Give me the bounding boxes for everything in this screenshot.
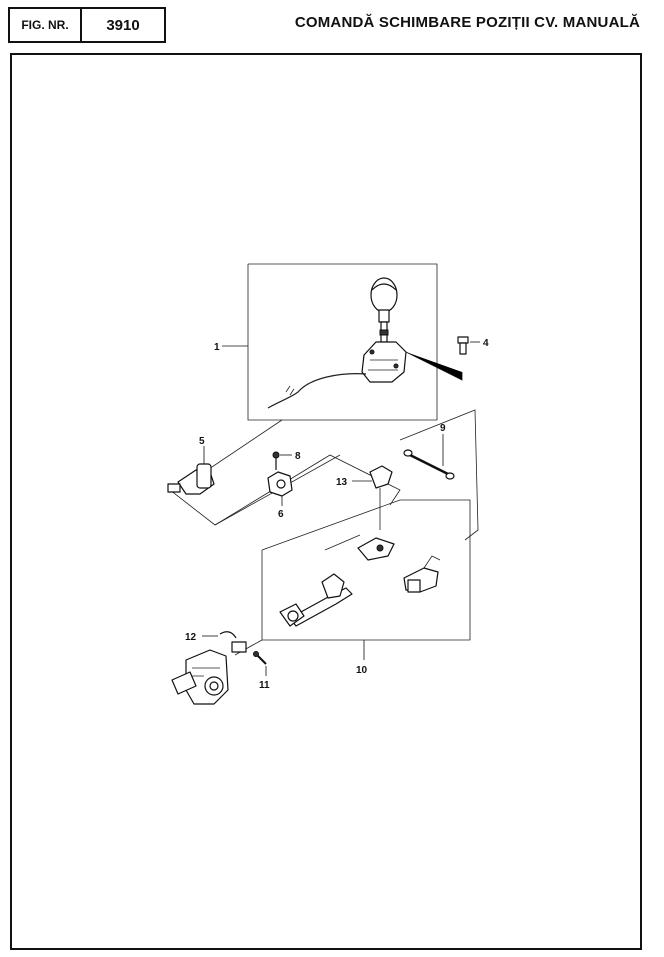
- callout-10: 10: [356, 665, 368, 676]
- page-title: COMANDĂ SCHIMBARE POZIȚII CV. MANUALĂ: [294, 14, 640, 31]
- bracket-part-12: [202, 631, 247, 653]
- part-5-plug: [167, 446, 215, 495]
- bolt-part-4: [457, 336, 480, 355]
- callout-1: 1: [214, 342, 220, 353]
- bracket-part-6: [267, 471, 293, 506]
- callout-8: 8: [295, 451, 301, 462]
- callout-9: 9: [440, 423, 446, 434]
- group-outlines: [169, 263, 479, 656]
- callout-11: 11: [259, 680, 270, 691]
- gear-lever-assembly: [267, 277, 463, 409]
- callout-6: 6: [278, 509, 284, 520]
- callout-5: 5: [199, 436, 205, 447]
- shift-rod-assembly-part-10: [279, 537, 441, 660]
- callout-13: 13: [336, 477, 348, 488]
- screw-part-8: [272, 451, 292, 470]
- gearbox-housing: [171, 649, 229, 705]
- callout-labels: 1 4 5 8 9 13 6 12 11 10: [185, 338, 489, 691]
- callout-4: 4: [483, 338, 489, 349]
- callout-12: 12: [185, 632, 197, 643]
- pin-part-11: [253, 651, 267, 676]
- drawing-frame: [10, 53, 642, 950]
- clip-part-13: [352, 465, 393, 530]
- fig-number: 3910: [80, 7, 166, 43]
- rod-part-9: [403, 434, 455, 480]
